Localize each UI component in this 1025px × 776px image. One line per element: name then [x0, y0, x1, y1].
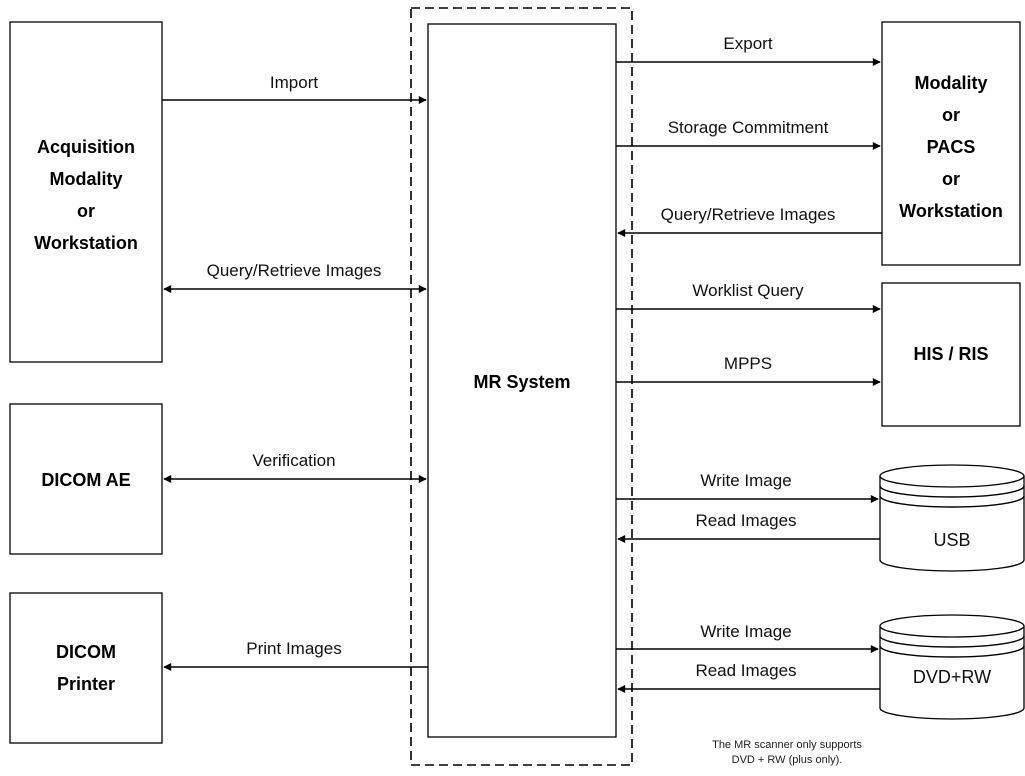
acquisition-line-4: Workstation	[34, 233, 138, 253]
pacs-line-1: Modality	[914, 73, 987, 93]
usb-write-connection: Write Image	[616, 471, 879, 503]
acquisition-modality-node: Acquisition Modality or Workstation	[9, 21, 163, 363]
dvd-read-label: Read Images	[695, 661, 796, 680]
mpps-label: MPPS	[724, 354, 772, 373]
worklist-query-label: Worklist Query	[692, 281, 804, 300]
dvd-write-label: Write Image	[700, 622, 791, 641]
mpps-connection: MPPS	[616, 354, 881, 386]
acquisition-line-3: or	[77, 201, 95, 221]
pacs-line-3: PACS	[927, 137, 976, 157]
mr-system-node: MR System	[427, 23, 617, 738]
pacs-line-4: or	[942, 169, 960, 189]
import-label: Import	[270, 73, 318, 92]
acquisition-line-2: Modality	[49, 169, 122, 189]
export-connection: Export	[616, 34, 881, 66]
usb-label: USB	[933, 530, 970, 550]
print-images-label: Print Images	[246, 639, 341, 658]
pacs-node: Modality or PACS or Workstation	[881, 21, 1021, 266]
dicom-printer-line-1: DICOM	[56, 642, 116, 662]
query-retrieve-left-connection: Query/Retrieve Images	[163, 261, 427, 293]
dvd-write-connection: Write Image	[616, 622, 879, 653]
export-label: Export	[723, 34, 772, 53]
import-connection: Import	[162, 73, 427, 104]
dicom-ae-label: DICOM AE	[41, 470, 130, 490]
pacs-line-2: or	[942, 105, 960, 125]
usb-write-label: Write Image	[700, 471, 791, 490]
his-ris-label: HIS / RIS	[913, 344, 988, 364]
pacs-line-5: Workstation	[899, 201, 1003, 221]
his-ris-node: HIS / RIS	[881, 282, 1021, 427]
verification-label: Verification	[252, 451, 335, 470]
worklist-query-connection: Worklist Query	[616, 281, 881, 313]
usb-read-label: Read Images	[695, 511, 796, 530]
usb-read-connection: Read Images	[617, 511, 880, 543]
print-images-connection: Print Images	[163, 639, 428, 671]
dvd-label: DVD+RW	[913, 667, 991, 687]
dicom-ae-node: DICOM AE	[9, 403, 163, 555]
dicom-printer-line-2: Printer	[57, 674, 115, 694]
usb-storage-node: USB	[879, 464, 1025, 572]
dvd-read-connection: Read Images	[617, 661, 880, 693]
verification-connection: Verification	[163, 451, 427, 483]
query-retrieve-right-label: Query/Retrieve Images	[661, 205, 836, 224]
footnote-line-2: DVD + RW (plus only).	[732, 754, 843, 766]
mr-system-label: MR System	[473, 372, 570, 392]
dvd-storage-node: DVD+RW	[879, 614, 1025, 720]
acquisition-line-1: Acquisition	[37, 137, 135, 157]
query-retrieve-right-connection: Query/Retrieve Images	[617, 205, 882, 237]
storage-commitment-label: Storage Commitment	[668, 118, 829, 137]
footnote-line-1: The MR scanner only supports	[712, 739, 862, 751]
dicom-printer-node: DICOM Printer	[9, 592, 163, 744]
storage-commitment-connection: Storage Commitment	[616, 118, 881, 150]
footnote: The MR scanner only supports DVD + RW (p…	[712, 739, 862, 766]
query-retrieve-left-label: Query/Retrieve Images	[207, 261, 382, 280]
